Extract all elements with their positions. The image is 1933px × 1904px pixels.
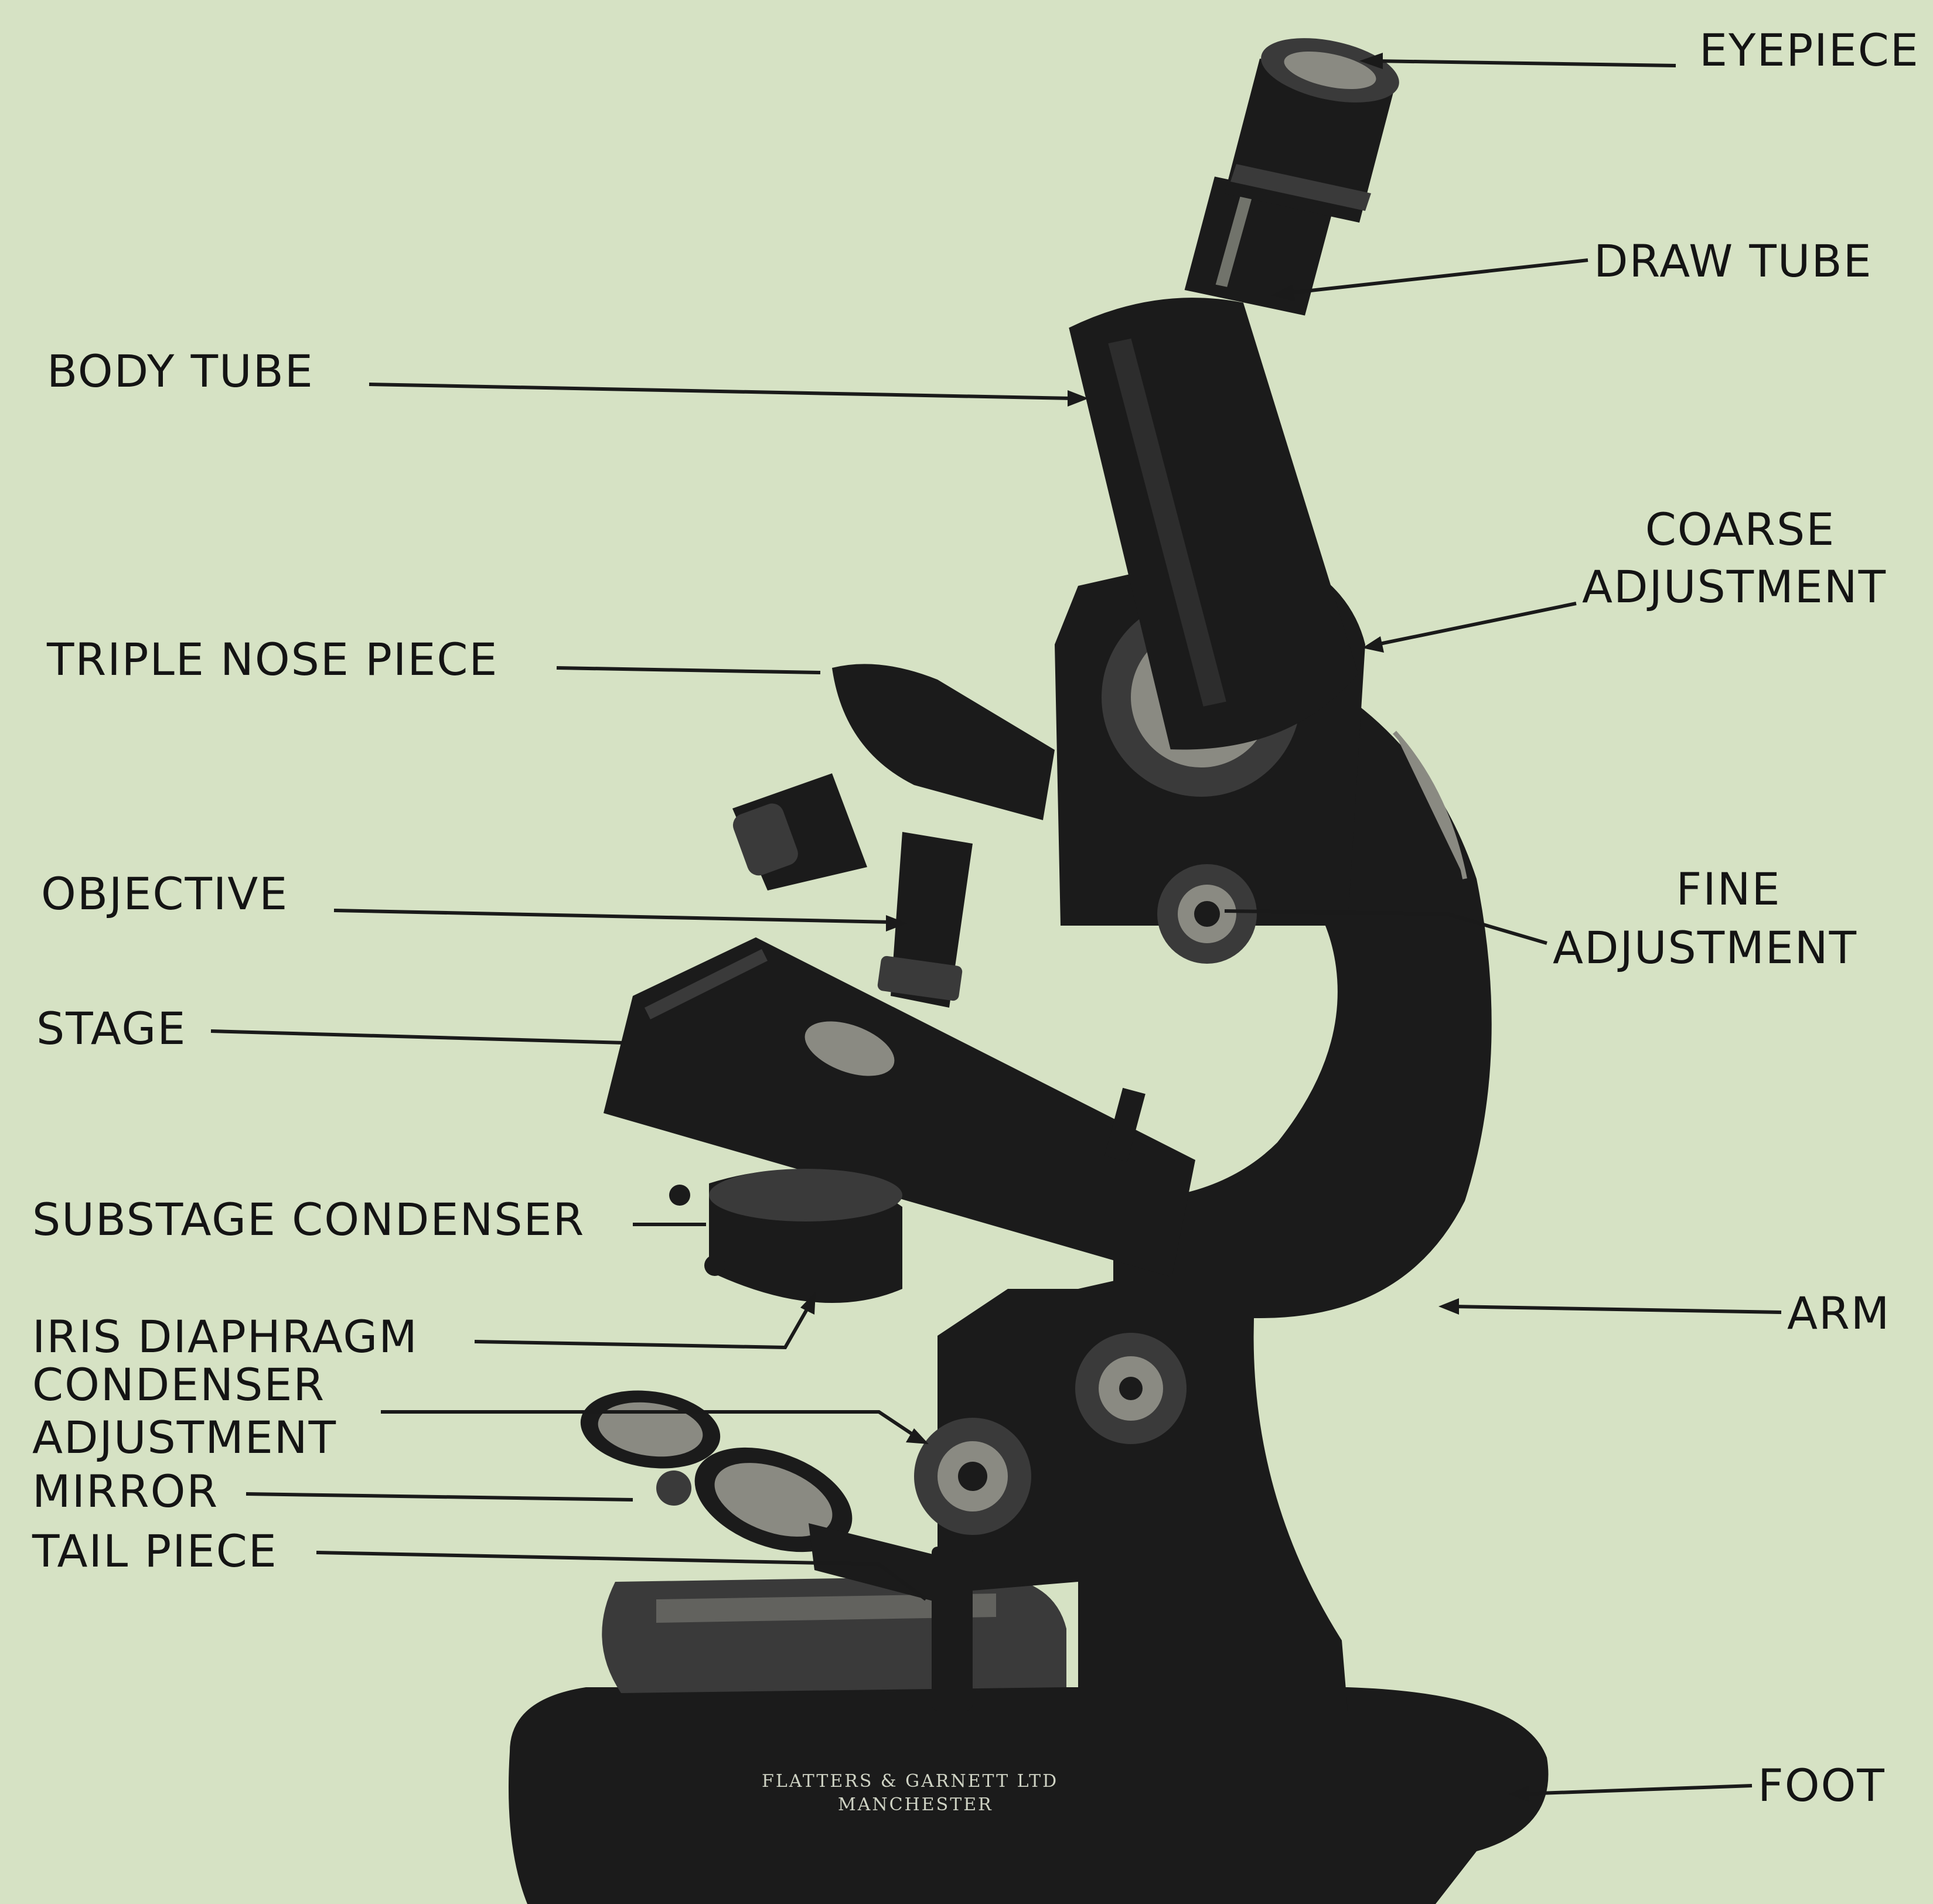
leader-arm-arrow bbox=[1438, 1298, 1459, 1315]
maker-mark-line2: MANCHESTER bbox=[838, 1794, 993, 1815]
label-triple-nose-piece: TRIPLE NOSE PIECE bbox=[47, 637, 498, 682]
label-condenser-adjustment-line2: ADJUSTMENT bbox=[32, 1415, 337, 1460]
label-condenser-adjustment-line1: CONDENSER bbox=[32, 1363, 325, 1407]
leader-foot bbox=[1523, 1786, 1752, 1794]
fine-adjustment-knob bbox=[1157, 864, 1257, 964]
label-objective: OBJECTIVE bbox=[41, 872, 288, 916]
leader-eyepiece bbox=[1374, 61, 1676, 66]
label-foot: FOOT bbox=[1758, 1763, 1886, 1808]
foot: FLATTERS & GARNETT LTD MANCHESTER bbox=[509, 1576, 1549, 1904]
label-draw-tube: DRAW TUBE bbox=[1594, 239, 1873, 284]
leader-objective bbox=[334, 910, 891, 922]
label-fine-adjustment-line2: ADJUSTMENT bbox=[1553, 926, 1857, 970]
triple-nose-piece bbox=[729, 664, 1055, 890]
leader-body-tube bbox=[369, 384, 1072, 398]
substage-condenser bbox=[669, 1169, 902, 1303]
leader-arm bbox=[1453, 1306, 1781, 1312]
leader-coarse-adjustment-arrow bbox=[1362, 636, 1384, 653]
label-eyepiece: EYEPIECE bbox=[1699, 28, 1920, 73]
maker-mark-line1: FLATTERS & GARNETT LTD bbox=[762, 1771, 1058, 1792]
leader-draw-tube bbox=[1289, 260, 1588, 293]
label-arm: ARM bbox=[1787, 1291, 1890, 1336]
label-substage-condenser: SUBSTAGE CONDENSER bbox=[32, 1197, 585, 1242]
leader-iris-diaphragm bbox=[475, 1306, 809, 1347]
label-coarse-adjustment-line2: ADJUSTMENT bbox=[1582, 565, 1887, 609]
label-stage: STAGE bbox=[36, 1006, 186, 1051]
leader-stage bbox=[211, 1031, 624, 1043]
leader-triple-nose-piece bbox=[557, 668, 820, 673]
label-coarse-adjustment-line1: COARSE bbox=[1576, 507, 1904, 552]
label-tail-piece: TAIL PIECE bbox=[32, 1529, 278, 1574]
label-fine-adjustment-line1: FINE bbox=[1553, 867, 1904, 912]
label-iris-diaphragm: IRIS DIAPHRAGM bbox=[32, 1315, 418, 1359]
leader-mirror bbox=[246, 1494, 633, 1500]
label-mirror: MIRROR bbox=[32, 1469, 219, 1514]
label-body-tube: BODY TUBE bbox=[47, 349, 314, 394]
leader-coarse-adjustment bbox=[1377, 603, 1576, 644]
